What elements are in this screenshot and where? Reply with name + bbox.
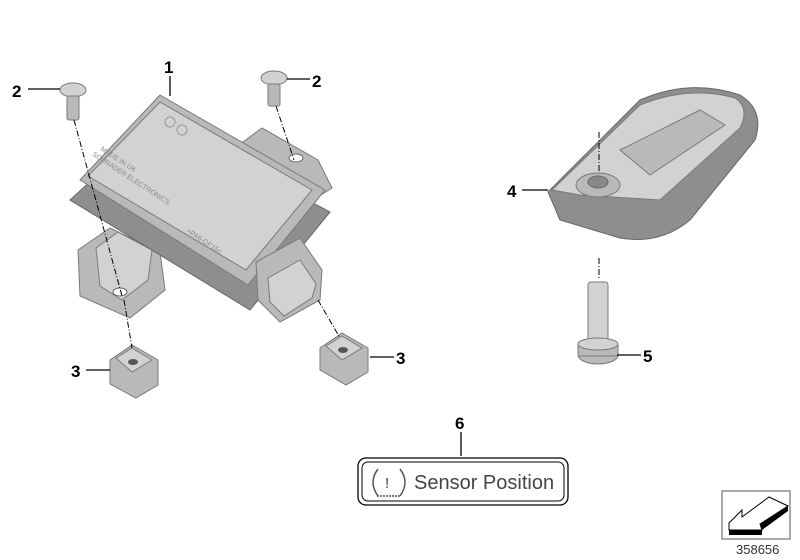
callout-6[interactable]: 6 <box>455 414 464 433</box>
tpms-warning-icon: ! <box>372 468 406 497</box>
reference-number: 358656 <box>736 542 779 557</box>
leader-lines <box>28 76 641 456</box>
callout-3-right[interactable]: 3 <box>396 349 405 368</box>
callout-1[interactable]: 1 <box>164 58 173 77</box>
valve-bolt-part[interactable] <box>577 281 619 365</box>
svg-text:!: ! <box>385 475 389 492</box>
callout-3-left[interactable]: 3 <box>71 362 80 381</box>
arrow-direction-icon <box>721 490 791 540</box>
control-module-part[interactable]: MADE IN UK SCHRADER ELECTRONICS >PA6-GF1… <box>69 94 333 323</box>
callout-4[interactable]: 4 <box>507 182 517 201</box>
sensor-position-text: Sensor Position <box>414 472 554 494</box>
callout-5[interactable]: 5 <box>643 347 652 366</box>
callout-2-right[interactable]: 2 <box>312 72 321 91</box>
sensor-position-label-part[interactable]: ! Sensor Position <box>357 457 569 506</box>
assembly-axis-lines <box>73 105 600 349</box>
clip-nut-right-part[interactable] <box>319 332 369 386</box>
callout-2-left[interactable]: 2 <box>12 82 21 101</box>
screw-left-part[interactable] <box>59 82 87 121</box>
clip-nut-left-part[interactable] <box>109 344 159 399</box>
screw-right-part[interactable] <box>260 70 288 107</box>
tire-pressure-sensor-part[interactable] <box>547 87 759 241</box>
